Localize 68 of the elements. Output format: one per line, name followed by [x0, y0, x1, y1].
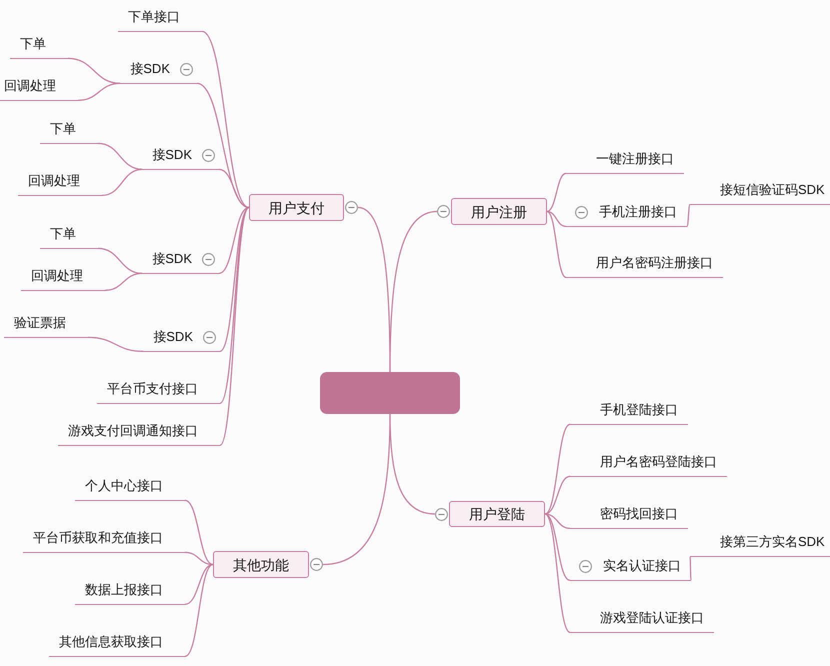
- underlined-topic: [570, 557, 691, 581]
- underlined-topic: 手机登陆接口: [570, 401, 688, 425]
- branch-line: [184, 564, 214, 657]
- branch-line: [686, 204, 691, 227]
- underlined-topic: 用户名密码登陆接口: [570, 453, 727, 477]
- underlined-topic: [120, 60, 197, 84]
- underlined-topic: 一键注册接口: [566, 150, 684, 174]
- underlined-topic: 游戏登陆认证接口: [570, 609, 714, 633]
- underlined-topic: [142, 146, 219, 170]
- topic-text: 接SDK: [130, 60, 170, 78]
- underlined-topic: 其他信息获取接口: [49, 633, 185, 657]
- topic-text: 手机注册接口: [599, 203, 677, 221]
- branch-line: [78, 82, 120, 101]
- rounded-box: [320, 372, 460, 414]
- underlined-topic: 验证票据: [4, 314, 88, 338]
- topic-text: 实名认证接口: [603, 557, 681, 575]
- underlined-topic: 回调处理: [18, 172, 102, 196]
- underlined-topic: 个人中心接口: [75, 477, 185, 501]
- topic-box: 用户注册: [451, 198, 547, 225]
- branch-line: [220, 207, 250, 404]
- underlined-topic: [143, 328, 220, 352]
- topic-text: 接SDK: [152, 250, 192, 268]
- branch-line: [544, 513, 570, 581]
- branch-line: [322, 414, 391, 566]
- branch-line: [102, 168, 142, 196]
- branch-line: [546, 210, 566, 278]
- branch-line: [104, 272, 142, 291]
- underlined-topic: [142, 250, 219, 274]
- topic-box: 用户登陆: [449, 501, 545, 527]
- branch-line: [544, 513, 570, 529]
- underlined-topic: 回调处理: [0, 77, 78, 101]
- branch-line: [184, 564, 214, 605]
- underlined-topic: 回调处理: [21, 267, 105, 291]
- branch-line: [98, 142, 142, 170]
- branch-line: [218, 206, 250, 274]
- branch-line: [184, 500, 214, 566]
- underlined-topic: 下单: [40, 225, 98, 249]
- underlined-topic: 下单: [10, 35, 68, 59]
- underlined-topic: 平台币获取和充值接口: [23, 529, 185, 553]
- branch-line: [546, 172, 566, 212]
- branch-line: [544, 476, 570, 515]
- branch-line: [218, 168, 250, 208]
- branch-line: [98, 248, 142, 274]
- branch-line: [544, 514, 570, 633]
- branch-line: [389, 210, 438, 372]
- underlined-topic: 用户名密码注册接口: [566, 254, 723, 278]
- topic-box: 用户支付: [249, 194, 344, 221]
- branch-line: [88, 336, 144, 352]
- topic-text: 接SDK: [152, 146, 192, 164]
- topic-text: 接SDK: [153, 328, 193, 346]
- underlined-topic: 数据上报接口: [75, 581, 185, 605]
- branch-line: [202, 30, 250, 208]
- branch-line: [220, 207, 250, 446]
- underlined-topic: 密码找回接口: [570, 505, 688, 529]
- topic-box: 其他功能: [213, 551, 309, 578]
- underlined-topic: 游戏支付回调通知接口: [58, 422, 220, 446]
- underlined-topic: 接第三方实名SDK: [690, 533, 830, 557]
- branch-line: [544, 424, 570, 515]
- branch-line: [220, 207, 250, 352]
- branch-line: [184, 552, 214, 566]
- branch-line: [689, 556, 692, 580]
- branch-line: [68, 58, 120, 84]
- underlined-topic: 下单: [40, 120, 98, 144]
- underlined-topic: 下单接口: [118, 8, 202, 32]
- branch-line: [546, 210, 566, 227]
- underlined-topic: 接短信验证码SDK: [690, 181, 830, 205]
- underlined-topic: 平台币支付接口: [97, 380, 220, 404]
- underlined-topic: [566, 203, 687, 227]
